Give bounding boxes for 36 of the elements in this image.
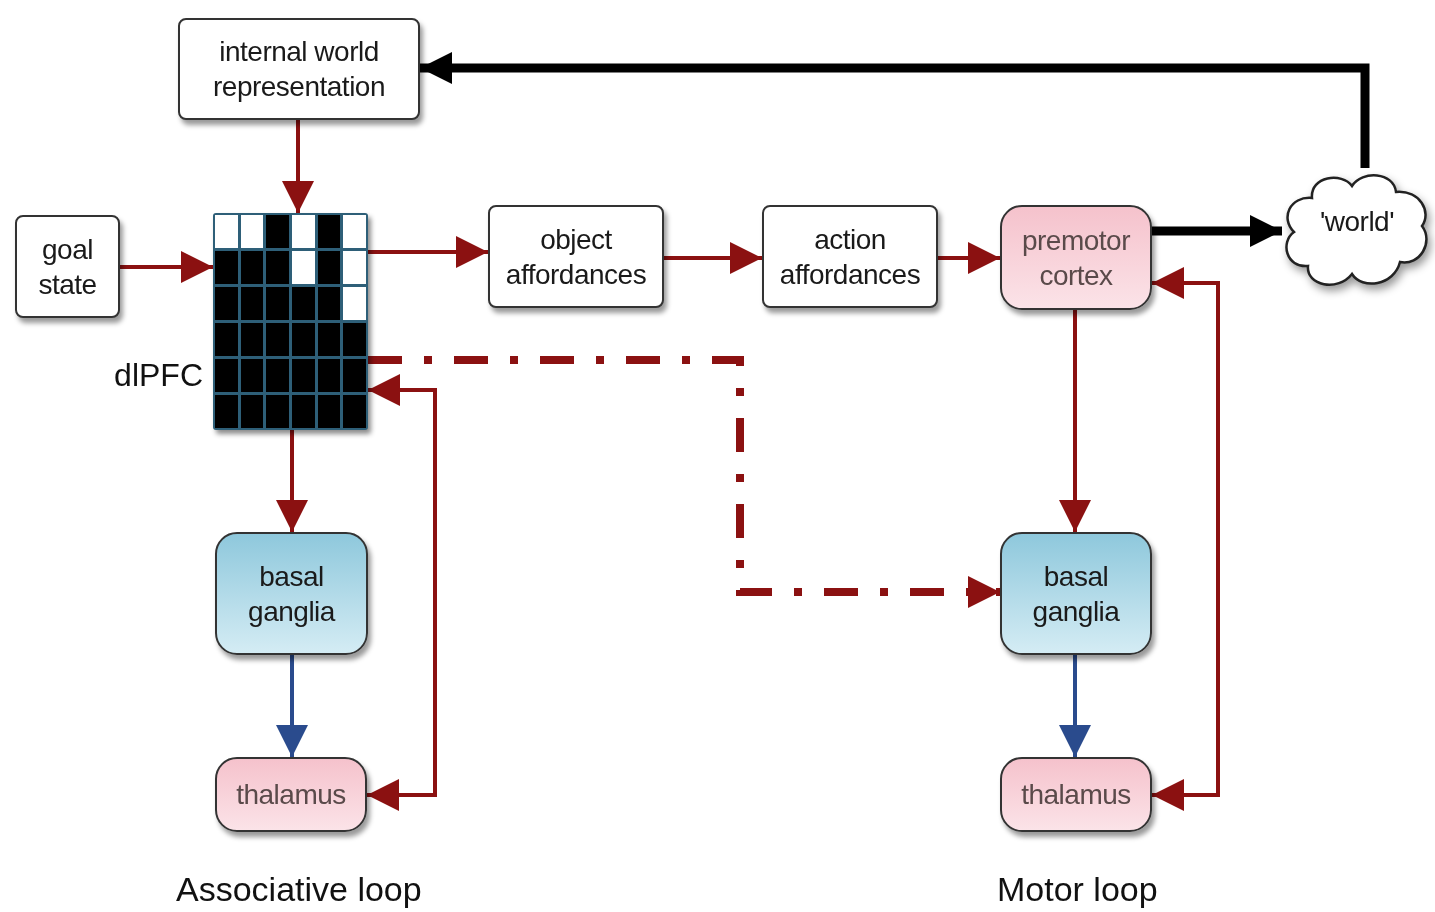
region-box	[215, 532, 368, 655]
loop-label: Motor loop	[997, 869, 1158, 910]
node-label: basal ganglia	[1031, 559, 1121, 629]
arrow	[1152, 215, 1282, 247]
node-label: premotor cortex	[1020, 223, 1131, 293]
process-box	[15, 215, 120, 318]
node-label: goal state	[37, 232, 98, 302]
region-label: dlPFC	[114, 356, 203, 395]
dash-dot-arrow	[368, 356, 1000, 608]
process-box	[488, 205, 664, 308]
arrow	[1059, 310, 1091, 532]
node-label: thalamus	[236, 778, 346, 812]
process-box	[762, 205, 938, 308]
arrow	[938, 242, 1000, 274]
arrow	[120, 251, 213, 283]
region-box	[1000, 757, 1152, 832]
arrow	[1152, 267, 1220, 811]
region-box	[215, 757, 367, 832]
arrow	[367, 374, 437, 811]
arrow	[276, 430, 308, 532]
loop-label: Associative loop	[176, 869, 422, 910]
node-label: thalamus	[1021, 778, 1131, 812]
region-box	[1000, 205, 1152, 310]
node-label: action affordances	[778, 222, 922, 292]
arrow	[420, 52, 1370, 168]
process-box	[178, 18, 420, 120]
node-label: basal ganglia	[247, 559, 337, 629]
arrow	[1059, 655, 1091, 757]
arrow	[282, 120, 314, 213]
arrow	[664, 242, 762, 274]
region-box	[1000, 532, 1152, 655]
arrow	[368, 236, 488, 268]
arrow	[276, 655, 308, 757]
node-label: 'world'	[1319, 204, 1395, 239]
node-label: object affordances	[504, 222, 648, 292]
node-label: internal world representation	[212, 35, 386, 104]
